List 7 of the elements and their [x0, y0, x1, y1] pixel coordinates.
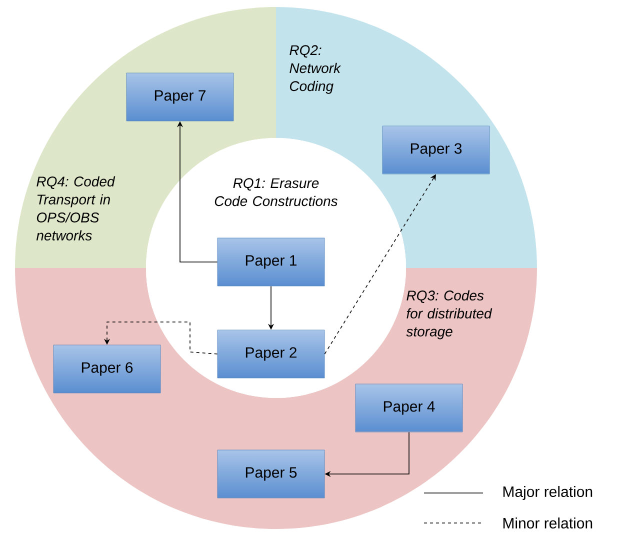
- paper-box: Paper 7: [126, 72, 234, 122]
- paper-box: Paper 1: [217, 238, 325, 286]
- paper-box: Paper 3: [382, 126, 490, 174]
- paper-box: Paper 5: [217, 450, 325, 498]
- paper-box: Paper 4: [355, 384, 463, 432]
- paper-box: Paper 2: [217, 330, 325, 378]
- paper-box: Paper 6: [53, 344, 161, 394]
